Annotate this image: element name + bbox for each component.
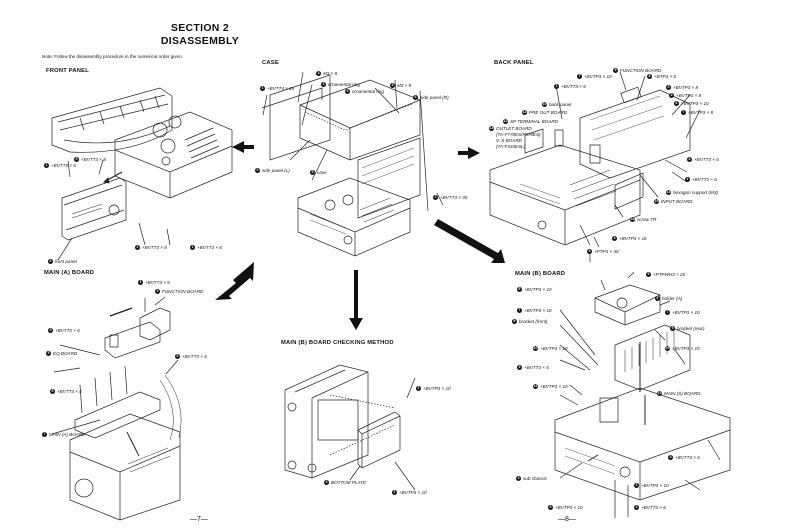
label-main-b-bvtt3-6-b: 3+BVTT3 × 6 xyxy=(668,455,700,460)
checking-method-drawing xyxy=(285,365,415,490)
main-a-board-title: MAIN (A) BOARD xyxy=(44,270,95,276)
label-main-b-bvtt3-6-a: 3+BVTT3 × 6 xyxy=(517,365,549,370)
procedure-note: Note: Follow the disassembly procedure i… xyxy=(42,54,183,59)
case-drawing xyxy=(262,72,443,256)
label-front-panel-screw-3: 3+BVTT3 × 8 xyxy=(74,157,106,162)
main-b-board-drawing xyxy=(555,272,730,518)
back-panel-title: BACK PANEL xyxy=(494,60,534,66)
label-front-panel-screw-1: 1+BVTT3 × 6 xyxy=(44,163,76,168)
label-back-bvtp3-8-a: 2+BVTP3 × 8 xyxy=(666,85,699,90)
label-case-bvtt4-35: 1+BVTT4 × 35 xyxy=(433,195,468,200)
label-back-bvtt3-6-top: 1+BVTT3 × 6 xyxy=(554,84,586,89)
label-main-b-bvtp3-10-10a: 10+BVTP3 × 10 xyxy=(533,346,568,351)
back-panel-drawing xyxy=(490,72,700,262)
label-back-outlet-models: (TA-F770ES/F870ES) xyxy=(496,132,541,137)
direction-arrows xyxy=(215,141,505,330)
label-back-btp3-6: 8+BTP3 × 6 xyxy=(647,74,676,79)
front-panel-title: FRONT PANEL xyxy=(46,68,89,74)
label-back-bvtp3-16: 3+BVTP3 × 16 xyxy=(612,236,647,241)
label-back-ptp3-30: 4+PTP3 × 30 xyxy=(587,249,619,254)
main-b-board-title: MAIN (B) BOARD xyxy=(515,271,566,277)
label-back-vs-board: V. S BOARD xyxy=(496,138,522,143)
label-main-b-bvtp3-10-6: 6+BVTP3 × 10 xyxy=(517,287,552,292)
label-main-b-ptpwh3-20: 5+PTPWH3 × 20 xyxy=(646,272,686,277)
label-check-bvtp3-10-bottom: 1+BVTP3 × 10 xyxy=(392,490,427,495)
label-main-b-bvtp3-10-7b: 7+BVTP3 × 10 xyxy=(665,310,700,315)
label-front-panel-screw-1b: 1+BVTT3 × 6 xyxy=(190,245,222,250)
label-back-bvtt3-6-mid: 3+BVTT3 × 6 xyxy=(687,157,719,162)
label-main-b-bvtt3-6-2: 2+BVTT3 × 6 xyxy=(634,505,666,510)
label-case-bvtt4-25: 1+BVTT4 × 25 xyxy=(260,86,295,91)
label-main-a-bvtt3-6-lower: 6+BVTT3 × 6 xyxy=(50,389,82,394)
label-main-b-bvtp3-10-10b: 10+BVTP3 × 10 xyxy=(665,346,700,351)
label-main-a-bvtt3-6-right: 5+BVTT3 × 6 xyxy=(175,354,207,359)
page-number-right: —8— xyxy=(558,516,576,523)
label-main-b-bvtp3-10-2: 2+BVTP3 × 10 xyxy=(548,505,583,510)
main-a-board-drawing xyxy=(52,297,181,520)
label-back-bvtt3-6-low: 1+BVTT3 × 6 xyxy=(685,177,717,182)
label-front-panel-screw-2: 2+BVTT3 × 8 xyxy=(135,245,167,250)
case-title: CASE xyxy=(262,60,279,66)
page-title: DISASSEMBLY xyxy=(160,35,240,47)
label-main-b-bvtp3-10-1: 1+BVTP3 × 10 xyxy=(634,483,669,488)
label-back-bvtp3-8-b: 5+BVTP3 × 8 xyxy=(669,93,702,98)
label-main-a-bvtt3-6-top: 1+BVTT3 × 6 xyxy=(138,280,170,285)
label-main-a-bvtt3-6-left: 3+BVTT3 × 6 xyxy=(48,328,80,333)
label-back-bvtp3-10-a: 7+BVTP3 × 10 xyxy=(577,74,612,79)
label-main-b-bvtp3-10-11: 11+BVTP3 × 10 xyxy=(533,384,568,389)
checking-method-title: MAIN (B) BOARD CHECKING METHOD xyxy=(281,340,394,346)
label-back-bvtp3-10-b: 6+BVTP3 × 10 xyxy=(674,101,709,106)
section-number: SECTION 2 xyxy=(170,22,230,34)
label-back-bvtp3-8-c: 7+BVTP3 × 8 xyxy=(681,110,714,115)
label-main-b-bvtp3-10-7a: 7+BVTP3 × 10 xyxy=(517,308,552,313)
front-panel-drawing xyxy=(52,88,232,260)
label-back-vs-model: (TA-F333ESL) xyxy=(496,144,526,149)
page-number-left: —7— xyxy=(190,516,208,523)
label-check-bvtp3-10-top: 1+BVTP3 × 10 xyxy=(416,386,451,391)
